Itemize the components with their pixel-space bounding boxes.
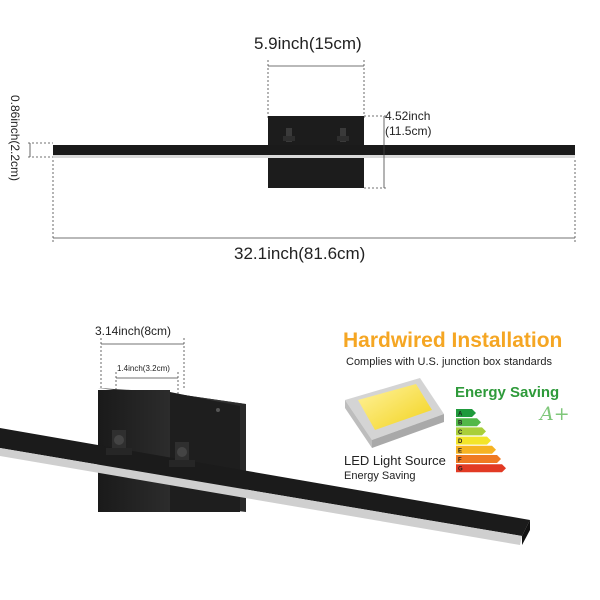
energy-class-bar-g — [456, 464, 506, 473]
energy-class-label-b: B — [458, 421, 463, 427]
mount-width-dimension-line — [267, 60, 365, 118]
arm-bracket-right — [169, 442, 195, 467]
front-view — [28, 60, 576, 242]
energy-class-bar-a — [456, 409, 476, 417]
arm-bracket-left — [106, 430, 132, 455]
light-bar-diffuser — [53, 155, 575, 158]
light-bar-front — [53, 145, 575, 155]
mount-height-label: 4.52inch — [385, 109, 431, 123]
energy-saving-title: Energy Saving — [455, 384, 560, 401]
energy-class-bar-c — [456, 427, 486, 436]
energy-class-label-g: G — [458, 467, 463, 473]
bar-height-dimension-line — [28, 142, 53, 158]
perspective-view — [0, 338, 530, 545]
screw-hole — [216, 408, 220, 412]
hardwired-title: Hardwired Installation — [343, 329, 563, 352]
hole-spacing-label: 1.4inch(3.2cm) — [117, 364, 170, 373]
bracket-right — [337, 128, 349, 142]
plate-width-label: 3.14inch(8cm) — [95, 324, 172, 338]
mount-width-label: 5.9inch(15cm) — [254, 34, 362, 53]
led-chip-icon — [345, 378, 444, 448]
energy-class-label-d: D — [458, 439, 463, 445]
energy-rating-badge: A+ — [540, 403, 570, 425]
total-length-dimension-line — [52, 160, 576, 242]
light-bar-end-cap — [522, 520, 530, 545]
energy-class-bar-e — [456, 445, 496, 454]
energy-class-bar-d — [456, 436, 491, 445]
led-source-subtitle: Energy Saving — [344, 470, 416, 482]
bar-height-label: 0.86inch(2.2cm) — [8, 95, 22, 182]
light-bar-perspective — [0, 428, 530, 536]
led-source-title: LED Light Source — [344, 453, 446, 468]
energy-class-label-c: C — [458, 430, 463, 436]
energy-class-label-e: E — [458, 448, 462, 454]
total-length-label: 32.1inch(81.6cm) — [234, 244, 366, 263]
mount-height-cm-label: (11.5cm) — [385, 124, 432, 138]
mount-height-dimension-line — [364, 115, 388, 189]
energy-class-bar-f — [456, 455, 501, 463]
hardwired-subtitle: Complies with U.S. junction box standard… — [346, 356, 553, 368]
bracket-left — [283, 128, 295, 142]
light-bar-diffuser-perspective — [0, 448, 522, 545]
energy-class-label-a: A — [458, 412, 463, 418]
energy-class-bar-b — [456, 418, 481, 427]
energy-class-label-f: F — [458, 458, 462, 464]
plate-width-dimension-line — [100, 338, 185, 390]
